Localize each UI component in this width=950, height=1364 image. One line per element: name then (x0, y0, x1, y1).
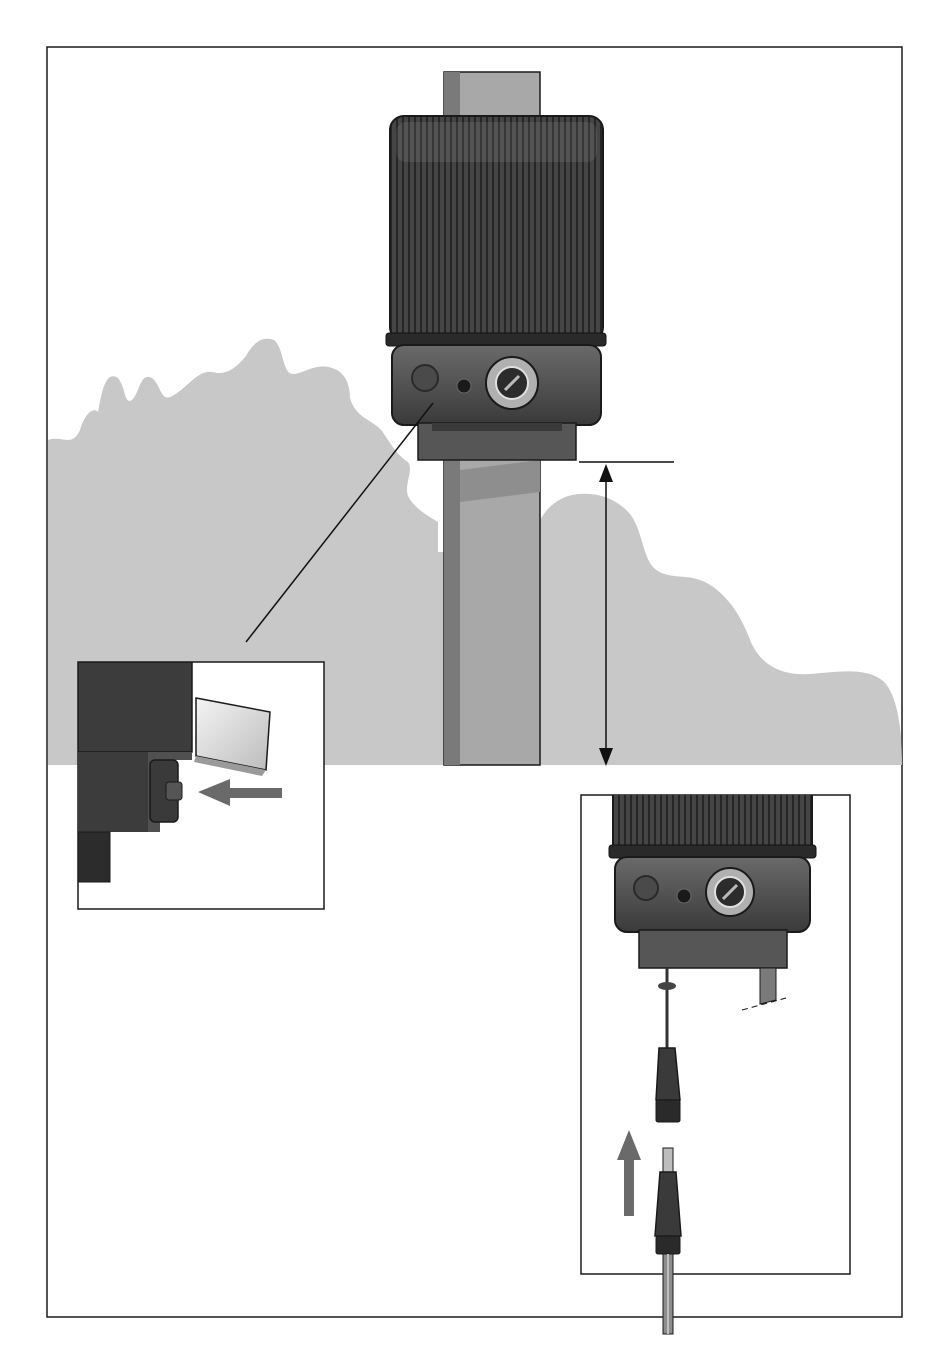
plug-pin-icon (663, 1148, 673, 1172)
inset-switch-detail (78, 662, 324, 909)
transformer-device (386, 116, 606, 460)
indicator-light-icon (457, 379, 471, 393)
power-cable-connector (655, 1172, 681, 1236)
indicator-lens (412, 365, 438, 391)
inset-cable-detail (581, 780, 850, 1334)
cable-socket-icon (656, 1048, 680, 1100)
